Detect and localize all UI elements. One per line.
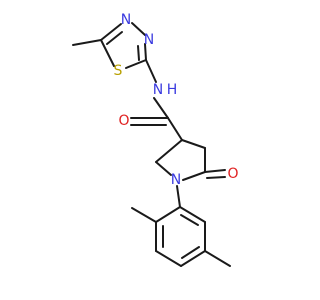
bond-ar5-methyl [204,250,231,267]
bond-nh-carbonyl-c [153,97,169,119]
bond-c3-c4 [181,139,206,149]
bond-ar2-methyl [131,207,157,223]
pyrrolidinone-ring [155,139,226,181]
atom-n-thiadiazole-1: N [121,12,131,28]
dimethylphenyl-ring [131,185,231,267]
atom-s-thiadiazole: S [114,63,123,79]
atom-o-lactam: O [227,166,238,182]
atom-h-amide: H [167,82,178,98]
bond-c5-o [204,169,226,173]
bond-c2-c3 [155,139,183,163]
bond-n1-c2 [155,161,172,176]
molecule-structure-diagram: N N S N H O N O [72,12,239,267]
bond-s1-c5 [100,39,115,67]
bond-n4-n3 [131,22,146,36]
bond-n3-c2-double [137,45,140,61]
bond-ar6-ar1-double [180,214,199,226]
bond-ar6-ar1 [179,206,206,223]
bond-c5-n4-double [106,31,123,45]
atom-n-pyrrolidine: N [171,172,181,188]
bond-c5-n4 [100,23,122,41]
atom-n-thiadiazole-2: N [144,32,154,48]
bond-ar4-ar5 [180,250,206,267]
atom-labels: N N S N H O N O [114,12,239,188]
bond-c5-n1 [182,171,206,181]
bond-carbonyl-c-c3 [167,117,183,141]
bond-n3-c2 [144,43,147,61]
atom-n-amide: N [153,82,163,98]
atom-o-amide: O [118,113,129,129]
bond-ar3-ar4 [155,250,182,267]
bond-methyl-c5 [72,39,102,46]
bond-n1-aryl [176,185,181,208]
amide-linker [130,59,183,141]
bond-c2-s1 [125,59,147,69]
bond-c2-nh [145,59,157,83]
bond-ar1-ar2 [155,206,181,223]
bond-c5-o-double [206,176,226,179]
thiadiazole-ring [72,22,147,69]
bond-ar4-ar5-double [181,246,200,259]
